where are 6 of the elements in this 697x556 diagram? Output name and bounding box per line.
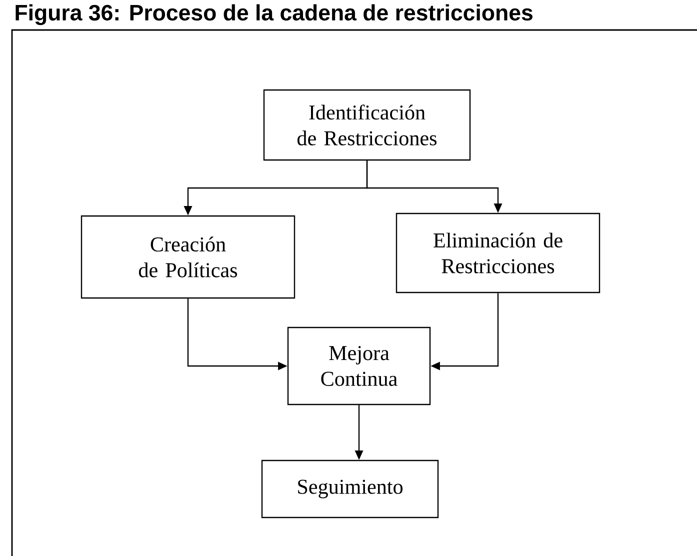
process-box: Seguimiento xyxy=(261,460,439,518)
process-box: Eliminación de Restricciones xyxy=(396,212,600,294)
figure-title: Figura 36: Proceso de la cadena de restricciones xyxy=(16,4,532,26)
process-box: Identificación de Restricciones xyxy=(263,89,471,161)
process-box: Creación de Políticas xyxy=(80,215,296,299)
process-box: Mejora Continua xyxy=(287,326,431,406)
